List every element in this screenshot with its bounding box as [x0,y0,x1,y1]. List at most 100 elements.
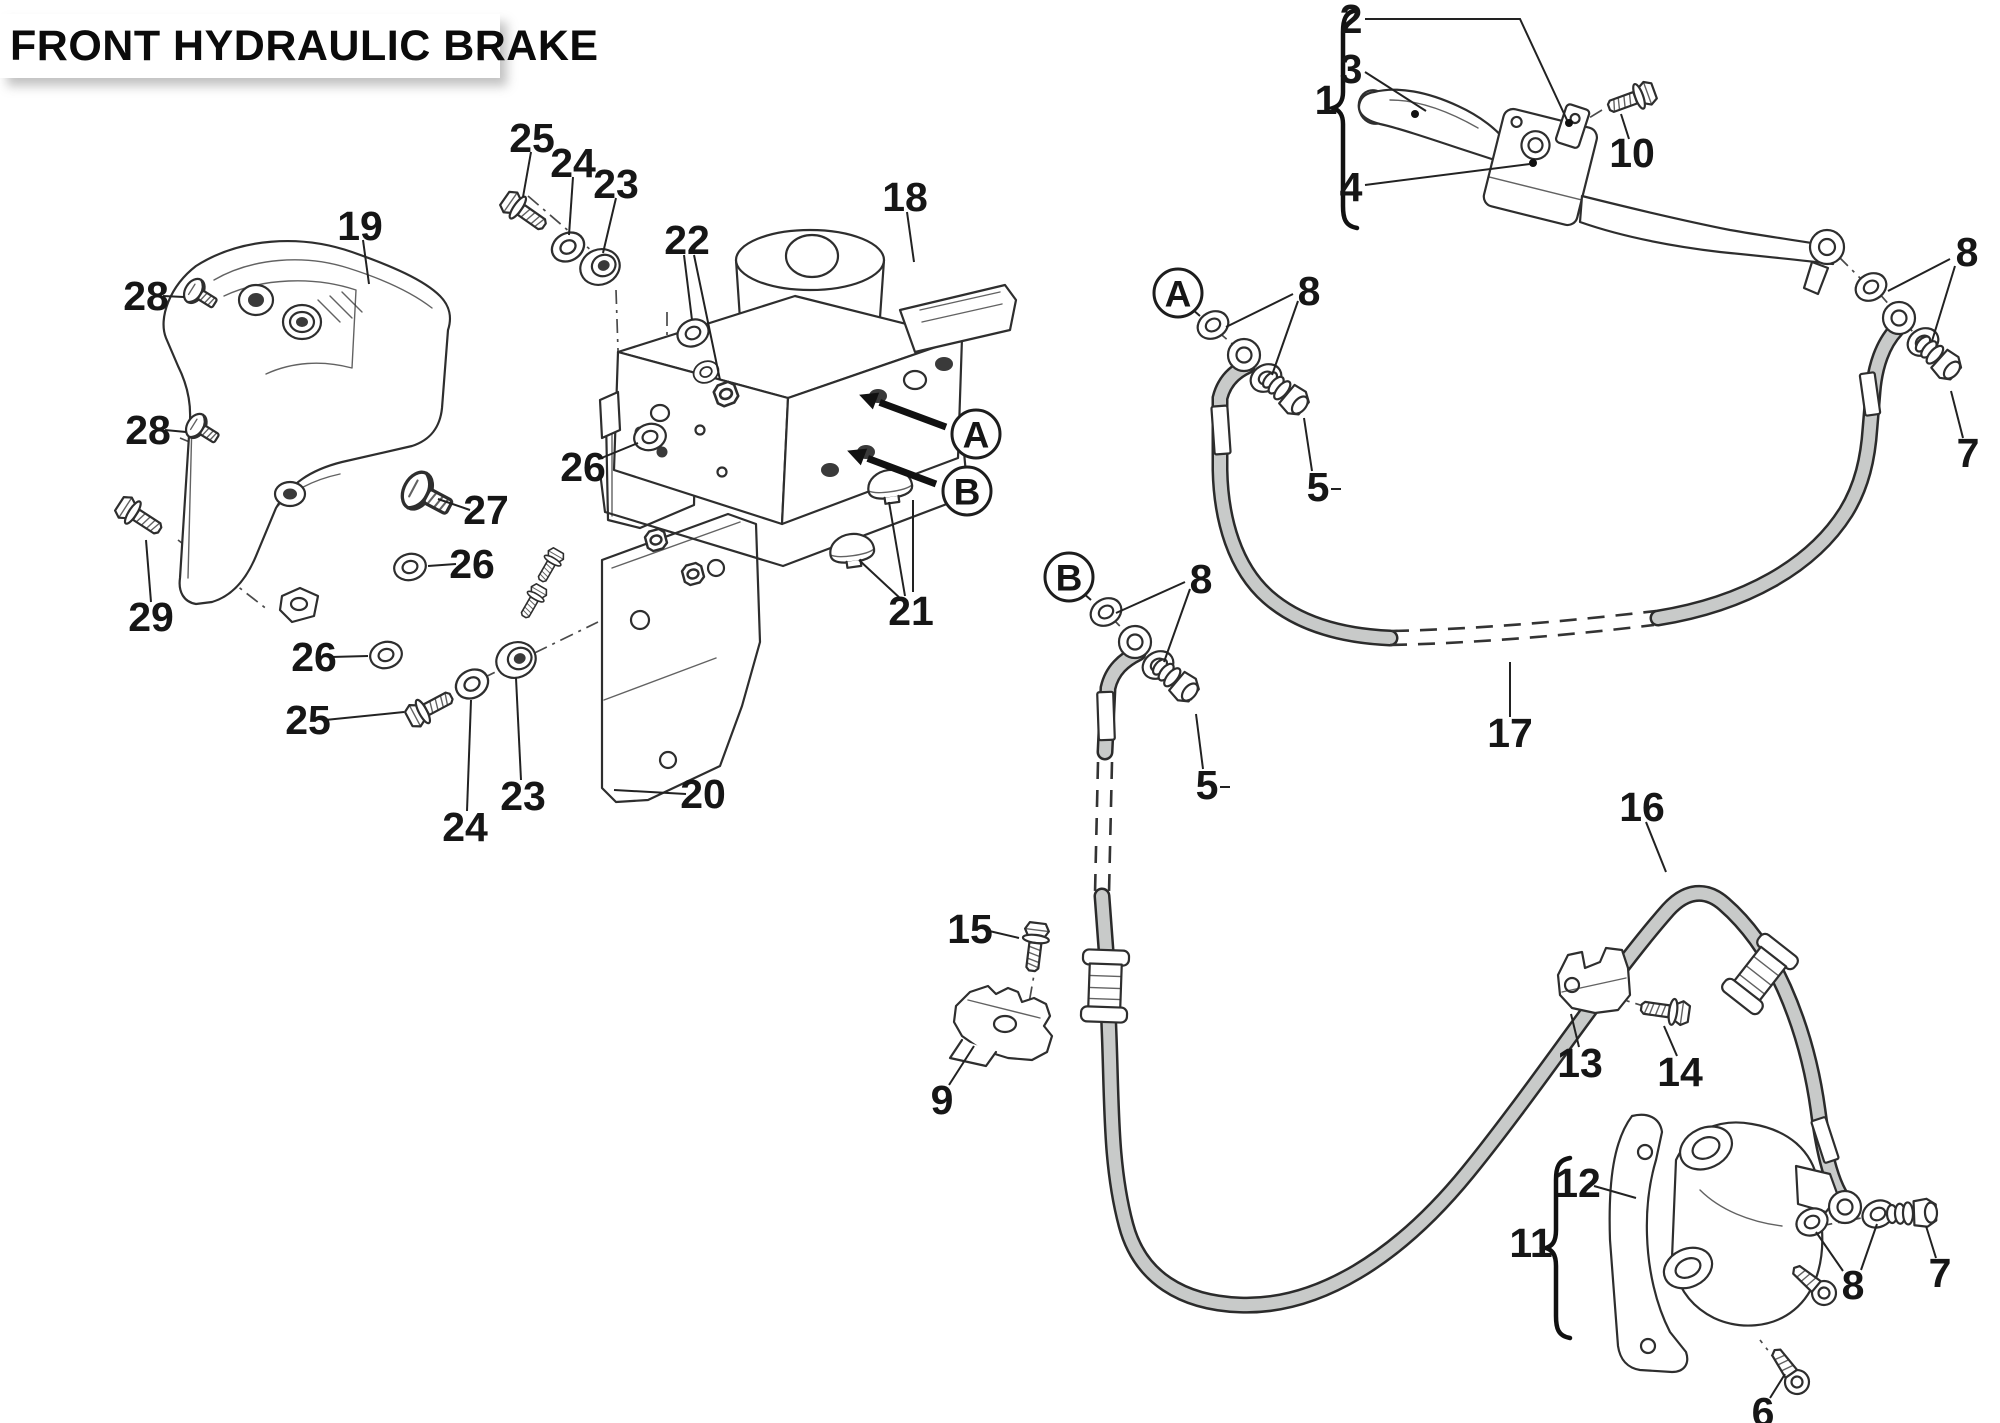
part-label-18: 18 [882,174,928,220]
part-label-26: 26 [560,444,606,490]
leader-line-part-20 [613,789,687,795]
leader-line-part-28 [162,295,185,298]
leader-line-part-8 [1931,265,1956,342]
part-label-24: 24 [550,140,596,186]
part-label-14: 14 [1657,1049,1703,1095]
section-marker-circle-B [1043,551,1095,603]
leader-line-part-3 [1364,71,1427,112]
part-label-28: 28 [123,273,169,319]
page-title: FRONT HYDRAULIC BRAKE [10,21,599,70]
leader-line-part-7 [1950,390,1964,439]
part-label-17: 17 [1487,710,1533,756]
section-arrow-B [866,455,938,488]
leader-line-part-26 [598,442,639,460]
leader-line-part-15 [984,929,1020,939]
leader-line-part-19 [362,239,370,285]
part-label-10: 10 [1609,130,1655,176]
leader-line-part-26 [427,563,457,567]
part-label-22: 22 [664,217,710,263]
leader-line-part-4 [1364,163,1531,186]
leader-line-part-24 [568,176,574,236]
part-label-23: 23 [593,161,639,207]
leader-line-part-5 [1195,713,1204,770]
section-marker-circle-B [941,465,993,517]
hose-damper-grommet [1079,948,1131,1024]
part-label-8: 8 [1842,1262,1865,1308]
section-marker-letter-B: B [1056,558,1083,599]
hose-clamp-9-art [948,920,1054,1068]
part-label-28: 28 [125,407,171,453]
leader-line-part-14 [1663,1025,1678,1057]
part-label-11: 11 [1509,1220,1552,1266]
title-box: FRONT HYDRAULIC BRAKE [0,14,598,78]
protective-cover-art [162,240,451,624]
part-label-21: 21 [888,588,934,634]
leader-line-part-22 [683,254,693,321]
leader-line-part-27 [437,498,471,511]
part-label-3: 3 [1340,46,1363,92]
part-label-1: 1 [1315,77,1338,123]
brake-lever-assembly-art [1325,7,1846,296]
leader-line-part-21 [888,501,906,597]
part-label-25: 25 [285,697,331,743]
part-label-20: 20 [680,771,726,817]
part-label-16: 16 [1619,784,1665,830]
part-label-25: 25 [509,115,555,161]
section-marker-circle-A [950,408,1002,460]
part-label-12: 12 [1555,1160,1601,1206]
leader-line-part-24 [466,699,472,812]
leader-line-part-10 [1620,113,1630,140]
section-marker-letter-A: A [1165,274,1192,315]
part-label-8: 8 [1956,229,1979,275]
leader-line-part-5 [1303,417,1313,472]
leader-line-part-8 [1815,1231,1844,1272]
part-label-23: 23 [500,773,546,819]
part-label-26: 26 [449,541,495,587]
leader-line-part-25 [324,711,405,721]
leader-line-part-28 [164,429,187,433]
leader-line-part-13 [1570,1013,1580,1048]
part-label-7: 7 [1929,1250,1952,1296]
leader-line-part-8 [1860,1223,1878,1271]
brake-hose-17-art [1210,321,1905,647]
leader-line-part-12 [1593,1185,1637,1199]
part-label-19: 19 [337,203,383,249]
part-label-4: 4 [1340,164,1363,210]
leader-line-part-8 [1887,258,1951,292]
part-label-26: 26 [291,634,337,680]
leader-line-part-8 [1271,300,1299,376]
part-label-5: 5 [1196,762,1219,808]
section-arrow-A [878,399,948,431]
leader-line-part-29 [145,539,152,603]
leader-line-part-22 [693,254,721,381]
leader-line-part-2 [1365,18,1568,121]
leader-line-part-25 [522,151,532,198]
part-label-7: 7 [1957,430,1980,476]
part-label-5: 5 [1307,464,1330,510]
leader-line-part-16 [1645,821,1667,873]
part-label-9: 9 [931,1077,954,1123]
leader-line-part-8 [1163,588,1191,663]
label-leader-lines [145,18,1964,1399]
section-marker-letter-B: B [954,472,981,513]
part-label-29: 29 [128,594,174,640]
leader-line-part-18 [906,211,915,263]
part-label-27: 27 [463,487,509,533]
leader-line-part-8 [1115,581,1186,614]
leader-line-part-9 [948,1045,975,1086]
part-label-8: 8 [1298,268,1321,314]
leader-line-part-23 [515,677,522,781]
brake-caliper-art [1538,1113,1939,1400]
hose-clamp-13-art [1556,946,1692,1029]
leader-line-part-7 [1925,1225,1937,1259]
leader-line-part-8 [1225,293,1294,328]
section-marker-circle-A [1152,267,1204,319]
leader-line-part-23 [602,197,617,254]
part-label-15: 15 [947,906,993,952]
part-label-6: 6 [1752,1389,1775,1423]
part-label-8: 8 [1190,556,1213,602]
